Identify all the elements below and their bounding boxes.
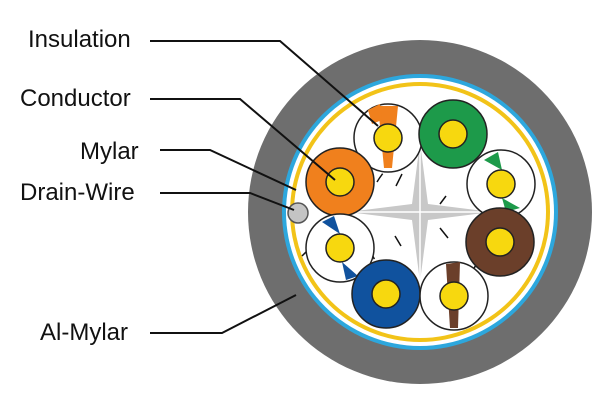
mylar-label: Mylar [80,138,139,165]
blue-solid-wire [351,259,421,329]
insulation-label: Insulation [28,26,131,53]
orange-solid-wire [305,147,375,217]
leader-lines [150,40,379,334]
brown-white-wire [419,261,489,331]
drain-wire-leader [160,192,295,211]
conductor-leader [150,98,336,181]
mylar-leader [160,149,297,191]
brown-solid-wire [465,207,535,277]
green-white-wire [466,149,536,219]
conductor-label: Conductor [20,85,131,112]
al-mylar-label: Al-Mylar [40,319,128,346]
drain-wire [287,202,309,224]
blue-white-wire [305,213,375,283]
green-solid-wire [418,99,488,169]
al-mylar-leader [150,294,297,334]
insulation-leader [150,40,379,127]
cross-separator [348,142,492,282]
drain-wire-label: Drain-Wire [20,179,135,206]
